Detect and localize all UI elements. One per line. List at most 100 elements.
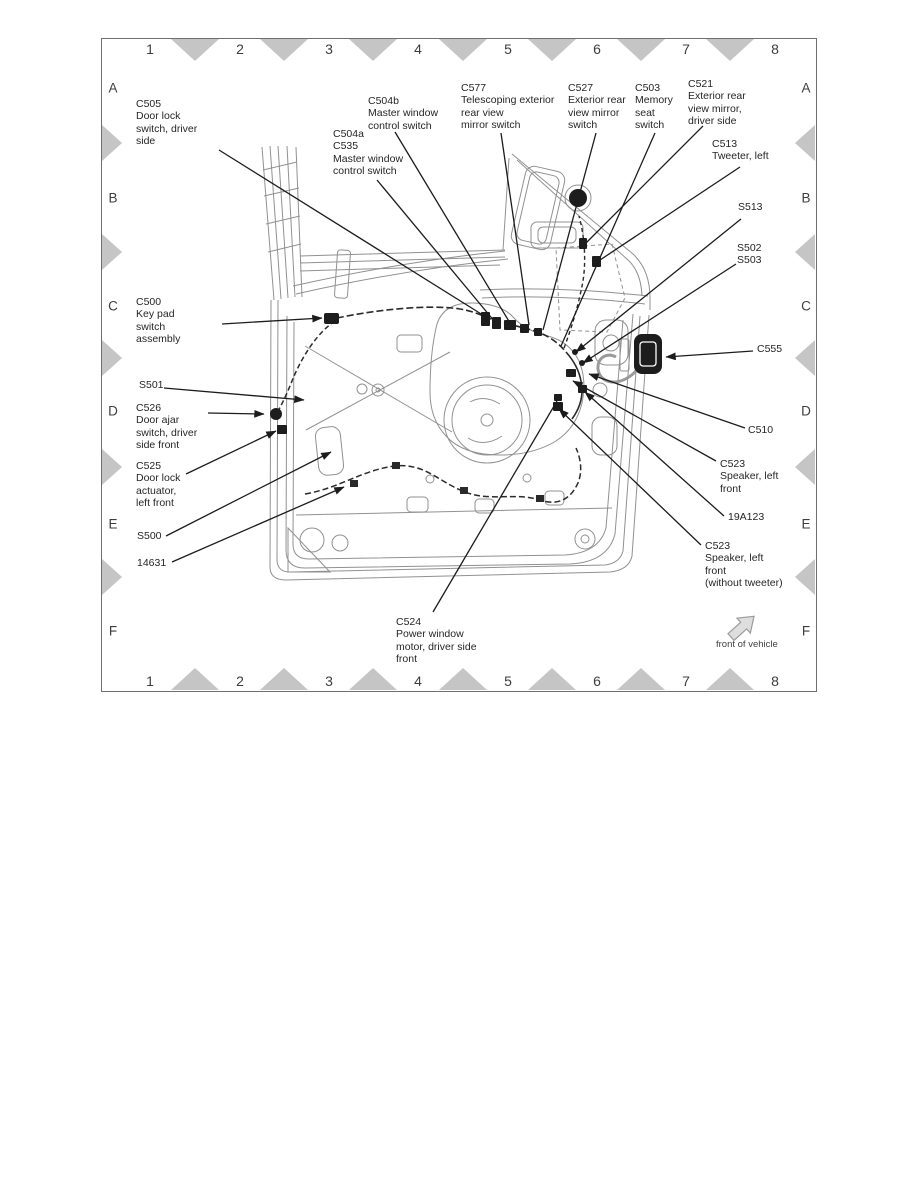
grid-marker-triangle	[102, 559, 122, 595]
grid-col-number-top-3: 3	[325, 41, 333, 57]
grid-marker-triangle	[102, 234, 122, 270]
callout-text-line: Power window	[396, 628, 464, 641]
grid-row-letter-right-F: F	[801, 623, 811, 639]
grid-col-number-bottom-2: 2	[236, 673, 244, 689]
callout-text-line: S513	[738, 201, 763, 213]
grid-marker-triangle	[795, 559, 815, 595]
grid-marker-triangle	[795, 449, 815, 485]
callout-text-line: C577	[461, 82, 487, 94]
callout-text-line: switch, driver	[136, 426, 198, 439]
callout-text-line: S500	[137, 530, 162, 542]
leader-line-14631	[171, 486, 345, 563]
harness-clips	[350, 462, 544, 502]
callout-c510: C510	[748, 424, 773, 436]
callout-text-line: C527	[568, 82, 594, 94]
callout-s501: S501	[139, 379, 164, 391]
grid-marker-triangle	[102, 449, 122, 485]
callout-text-line: switch	[635, 119, 665, 132]
callout-text-line: motor, driver side	[396, 640, 477, 653]
callout-text-line: Speaker, left	[720, 470, 779, 483]
callout-text-line: 14631	[137, 557, 167, 569]
leader-line-c505	[218, 149, 487, 318]
grid-col-number-bottom-6: 6	[593, 673, 601, 689]
grid-row-letter-right-B: B	[801, 190, 811, 206]
grid-marker-triangle	[528, 39, 576, 61]
callout-text-line: 19A123	[728, 511, 765, 523]
grid-marker-triangle	[706, 668, 754, 690]
callout-text-line: S501	[139, 379, 164, 391]
c555-connector	[596, 334, 662, 384]
grid-marker-triangle	[349, 668, 397, 690]
grid-marker-triangle	[706, 39, 754, 61]
leader-line-c523-front	[572, 380, 717, 462]
grid-col-number-top-6: 6	[593, 41, 601, 57]
callout-text-line: C525	[136, 460, 162, 472]
leader-line-c503	[560, 132, 656, 347]
callout-text-line: C523	[705, 540, 731, 552]
leader-line-c524	[432, 400, 558, 613]
leader-line-c525	[185, 430, 277, 475]
grid-col-number-bottom-3: 3	[325, 673, 333, 689]
grid-col-number-bottom-5: 5	[504, 673, 512, 689]
callout-text-line: front	[396, 653, 418, 666]
grid-col-number-bottom-1: 1	[146, 673, 154, 689]
leader-line-s513	[575, 218, 742, 353]
callout-text-line: driver side	[688, 115, 737, 128]
callout-text-line: Telescoping exterior	[461, 94, 555, 107]
callout-text-line: control switch	[368, 119, 432, 132]
grid-marker-triangle	[260, 39, 308, 61]
callout-text-line: C513	[712, 138, 738, 150]
callout-text-line: C505	[136, 98, 162, 110]
grid-marker-triangle	[102, 340, 122, 376]
callout-s500: S500	[137, 530, 162, 542]
callout-text-line: control switch	[333, 165, 397, 178]
grid-row-letter-right-C: C	[801, 298, 811, 314]
grid-col-number-top-1: 1	[146, 41, 154, 57]
callout-14631: 14631	[137, 557, 166, 569]
callout-text-line: C504b	[368, 95, 399, 107]
grid-marker-triangle	[260, 668, 308, 690]
callout-text-line: Door lock	[136, 110, 181, 123]
grid-marker-triangle	[617, 39, 665, 61]
callout-c555: C555	[757, 343, 782, 355]
grid-row-letter-left-C: C	[108, 298, 118, 314]
grid-marker-triangle	[439, 668, 487, 690]
grid-marker-triangle	[617, 668, 665, 690]
callout-text-line: left front	[136, 497, 174, 510]
callout-text-line: seat	[635, 106, 655, 119]
leader-line-c504a-c535	[376, 179, 496, 323]
callout-text-line: Master window	[333, 152, 404, 165]
grid-marker-triangle	[102, 125, 122, 161]
grid-col-number-top-4: 4	[414, 41, 422, 57]
callout-text-line: C510	[748, 424, 774, 436]
callout-text-line: view mirror,	[688, 102, 742, 115]
grid-marker-triangle	[349, 39, 397, 61]
callout-s513: S513	[738, 201, 763, 213]
grid-col-number-top-2: 2	[236, 41, 244, 57]
grid-col-number-top-7: 7	[682, 41, 690, 57]
grid-marker-triangle	[528, 668, 576, 690]
grid-marker-triangle	[171, 668, 219, 690]
front-of-vehicle-label: front of vehicle	[716, 639, 778, 650]
callout-text-line: C521	[688, 78, 714, 90]
callout-text-line: C535	[333, 140, 359, 153]
grid-row-letter-left-E: E	[108, 516, 118, 532]
leader-lines	[163, 125, 754, 613]
callout-text-line: front	[720, 482, 742, 495]
leader-line-c500	[221, 314, 323, 325]
grid-marker-triangle	[795, 340, 815, 376]
grid-col-number-top-8: 8	[771, 41, 779, 57]
door-illustration	[261, 145, 651, 581]
callout-text-line: Memory	[635, 94, 673, 107]
callout-text-line: C524	[396, 616, 422, 628]
callout-text-line: switch	[568, 119, 598, 132]
callout-text-line: rear view	[461, 106, 504, 119]
leader-line-s502-s503	[582, 263, 737, 364]
